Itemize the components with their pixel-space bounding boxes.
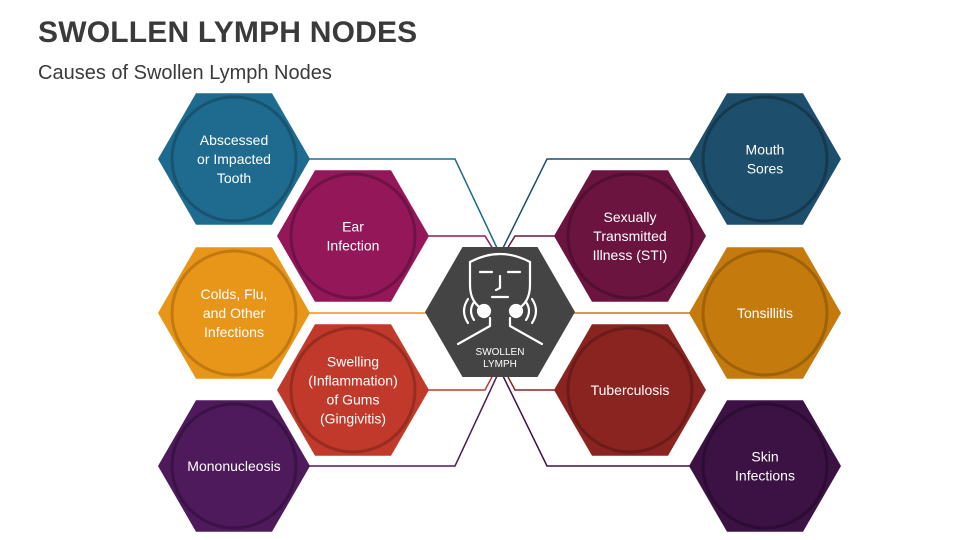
node-inner-circle <box>572 178 688 294</box>
connector-mononucleosis <box>308 375 498 467</box>
connector-abscessed <box>308 158 498 249</box>
connector-sti <box>506 235 556 250</box>
center-hexagon <box>425 247 575 377</box>
node-label-tonsillitis: Tonsillitis <box>737 305 793 321</box>
node-label-colds-flu: and Other <box>203 305 266 321</box>
node-inner-circle <box>295 332 411 448</box>
node-inner-circle <box>572 332 688 448</box>
connector-skin-infections <box>502 375 691 467</box>
connector-mouth-sores <box>502 158 691 249</box>
node-label-swelling-gums: of Gums <box>327 392 380 408</box>
node-label-abscessed: Tooth <box>217 170 251 186</box>
node-label-tuberculosis: Tuberculosis <box>591 382 670 398</box>
connector-tuberculosis <box>506 374 556 391</box>
node-label-abscessed: Abscessed <box>200 132 268 148</box>
node-label-ear-infection: Infection <box>327 238 380 254</box>
node-label-skin-infections: Skin <box>751 449 778 465</box>
connector-swelling-gums <box>427 374 494 391</box>
node-label-abscessed: or Impacted <box>197 151 271 167</box>
node-inner-circle <box>295 178 411 294</box>
node-label-colds-flu: Colds, Flu, <box>201 286 268 302</box>
page-title: SWOLLEN LYMPH NODES <box>38 16 418 49</box>
connector-ear-infection <box>427 235 494 250</box>
face-with-swollen-neck-icon <box>456 252 544 346</box>
node-inner-circle <box>176 101 292 217</box>
node-inner-circle <box>707 255 823 371</box>
node-label-colds-flu: Infections <box>204 324 264 340</box>
center-label: SWOLLEN <box>476 347 525 358</box>
node-label-mononucleosis: Mononucleosis <box>187 458 280 474</box>
node-label-sti: Illness (STI) <box>593 247 668 263</box>
page-subtitle: Causes of Swollen Lymph Nodes <box>38 62 332 84</box>
node-tuberculosis: Tuberculosis <box>554 324 706 456</box>
node-label-sti: Transmitted <box>593 228 666 244</box>
node-swelling-gums: Swelling (Inflammation) of Gums (Gingivitis… <box>277 324 429 456</box>
node-inner-circle <box>176 255 292 371</box>
node-label-sti: Sexually <box>604 209 657 225</box>
node-label-ear-infection: Ear <box>342 219 364 235</box>
connector-lines <box>308 158 691 467</box>
node-mononucleosis: Mononucleosis <box>158 400 310 532</box>
node-label-swelling-gums: Swelling <box>327 354 379 370</box>
node-label-skin-infections: Infections <box>735 468 795 484</box>
node-label-swelling-gums: (Gingivitis) <box>320 411 386 427</box>
node-inner-circle <box>707 408 823 524</box>
node-label-swelling-gums: (Inflammation) <box>308 373 397 389</box>
node-label-mouth-sores: Sores <box>747 161 784 177</box>
node-tonsillitis: Tonsillitis <box>689 247 841 379</box>
center-label: LYMPH <box>483 359 517 370</box>
node-inner-circle <box>176 408 292 524</box>
node-label-mouth-sores: Mouth <box>746 142 785 158</box>
node-inner-circle <box>707 101 823 217</box>
